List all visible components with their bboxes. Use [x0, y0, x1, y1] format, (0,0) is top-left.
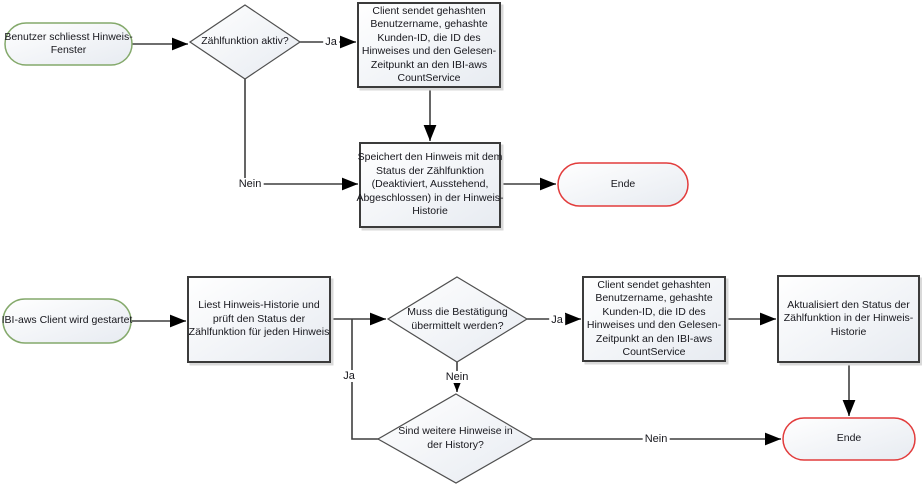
process-shape-send-top	[357, 2, 501, 88]
connector-nein-top	[244, 79, 358, 191]
process-shape-update	[777, 275, 920, 363]
edge-label-nein-decision: Nein	[443, 371, 471, 383]
decision-shape-bestaetigung	[386, 276, 529, 363]
edge-label-nein-to-end: Nein	[642, 433, 670, 445]
edge-label-nein-top: Nein	[236, 178, 264, 190]
end-node-shape-bottom	[782, 417, 916, 461]
process-shape-read	[187, 276, 331, 363]
edge-label-ja-loopback: Ja	[341, 370, 357, 382]
decision-shape-zaehlfunktion-aktiv	[188, 4, 302, 80]
edge-label-ja-top: Ja	[323, 36, 339, 48]
edge-label-ja-bottom: Ja	[549, 314, 565, 326]
start-node-shape-bottom	[2, 298, 132, 344]
start-node-shape-top	[4, 22, 133, 66]
connector-ja-loopback	[351, 319, 380, 440]
process-shape-send-bottom	[582, 276, 726, 362]
end-node-shape-top	[557, 162, 689, 207]
decision-shape-weitere-hinweise	[376, 393, 535, 484]
process-shape-store-top	[359, 142, 501, 228]
